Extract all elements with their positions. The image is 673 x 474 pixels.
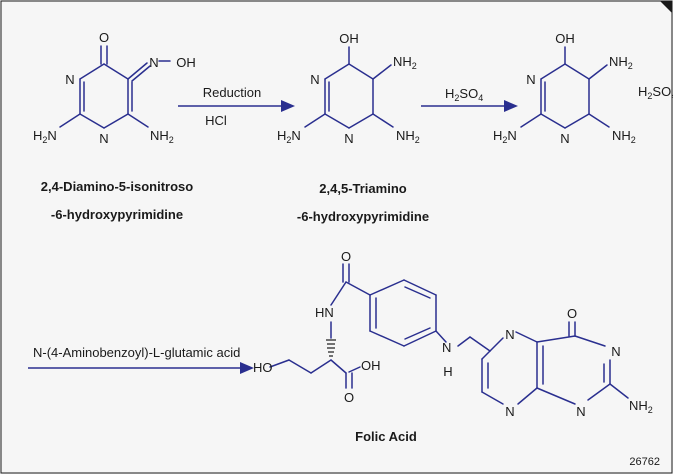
atom-oh: OH: [339, 31, 359, 46]
compound-1-structure: [59, 45, 171, 129]
compound-2-name-line-2: -6-hydroxypyrimidine: [297, 209, 429, 224]
compound-2-structure: [304, 46, 394, 129]
atom-nh2: NH2: [150, 128, 174, 145]
atom-n: N: [99, 131, 108, 146]
atom-oh: OH: [361, 358, 381, 373]
atom-n: N: [576, 404, 585, 419]
reaction-arrow-1: [178, 100, 295, 112]
atom-h2n: H2N: [277, 128, 301, 145]
atom-n: N: [344, 131, 353, 146]
arrow-2-reagent: H2SO4: [445, 86, 483, 103]
arrow-3-reagent: N-(4-Aminobenzoyl)-L-glutamic acid: [33, 345, 240, 360]
compound-2-name-line-1: 2,4,5-Triamino: [319, 181, 406, 196]
compound-3-structure: [520, 46, 610, 129]
reaction-arrow-3: [28, 362, 254, 374]
compound-1-name-line-1: 2,4-Diamino-5-isonitroso: [41, 179, 193, 194]
atom-n: N: [505, 404, 514, 419]
atom-h2n: H2N: [33, 128, 57, 145]
atom-oh: OH: [176, 55, 196, 70]
compound-1-name-line-2: -6-hydroxypyrimidine: [51, 207, 183, 222]
atom-n: N: [310, 72, 319, 87]
atom-n: N: [505, 327, 514, 342]
atom-nh2: NH2: [393, 54, 417, 71]
atom-n: N: [560, 131, 569, 146]
atom-ho: HO: [253, 360, 273, 375]
atom-h2n: H2N: [493, 128, 517, 145]
atom-n: N: [149, 55, 158, 70]
corner-mark: [660, 1, 672, 13]
atom-n: N: [526, 72, 535, 87]
arrow-1-reagent-top: Reduction: [203, 85, 262, 100]
figure-number: 26762: [629, 456, 660, 468]
atom-oh: OH: [555, 31, 575, 46]
atom-o: O: [344, 390, 354, 405]
atom-nh2: NH2: [609, 54, 633, 71]
atom-n: N: [611, 344, 620, 359]
atom-n: N: [442, 340, 451, 355]
atom-o: O: [341, 249, 351, 264]
atom-o: O: [99, 30, 109, 45]
compound-3-salt: H2SO4: [638, 84, 673, 101]
folic-acid-structure: [269, 263, 629, 405]
atom-h: H: [443, 364, 452, 379]
atom-nh2: NH2: [396, 128, 420, 145]
atom-hn: HN: [315, 305, 334, 320]
reaction-arrow-2: [421, 100, 518, 112]
arrow-1-reagent-bottom: HCl: [205, 113, 227, 128]
atom-o: O: [567, 306, 577, 321]
atom-nh2: NH2: [612, 128, 636, 145]
atom-nh2: NH2: [629, 398, 653, 415]
atom-n: N: [65, 72, 74, 87]
product-name: Folic Acid: [355, 429, 417, 444]
